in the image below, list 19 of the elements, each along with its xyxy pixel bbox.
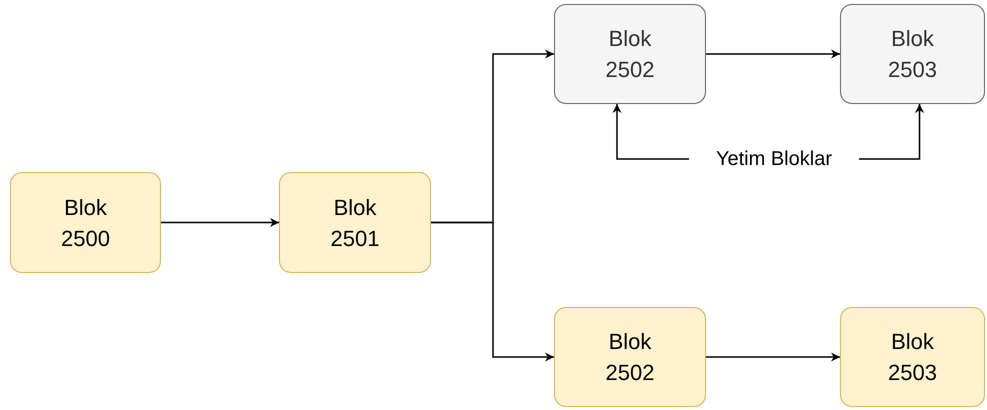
arrow [706,352,840,362]
annotation-text: Yetim Bloklar [716,147,832,171]
block-box [554,307,706,407]
arrow [612,104,689,160]
block-label: Blok 2503 [887,328,938,387]
block-box [279,172,431,273]
block-box [840,4,985,104]
arrow [161,218,279,227]
block-label: Blok 2502 [604,25,656,84]
block-label: Blok 2502 [604,328,656,387]
block-label: Blok 2500 [60,194,111,252]
block-box [10,172,161,273]
block-label: Blok 2503 [887,25,938,84]
arrow [706,50,840,58]
arrow [431,222,554,362]
block-box [554,4,706,104]
block-label: Blok 2501 [330,194,380,252]
arrow [859,104,924,160]
block-box [840,307,985,407]
